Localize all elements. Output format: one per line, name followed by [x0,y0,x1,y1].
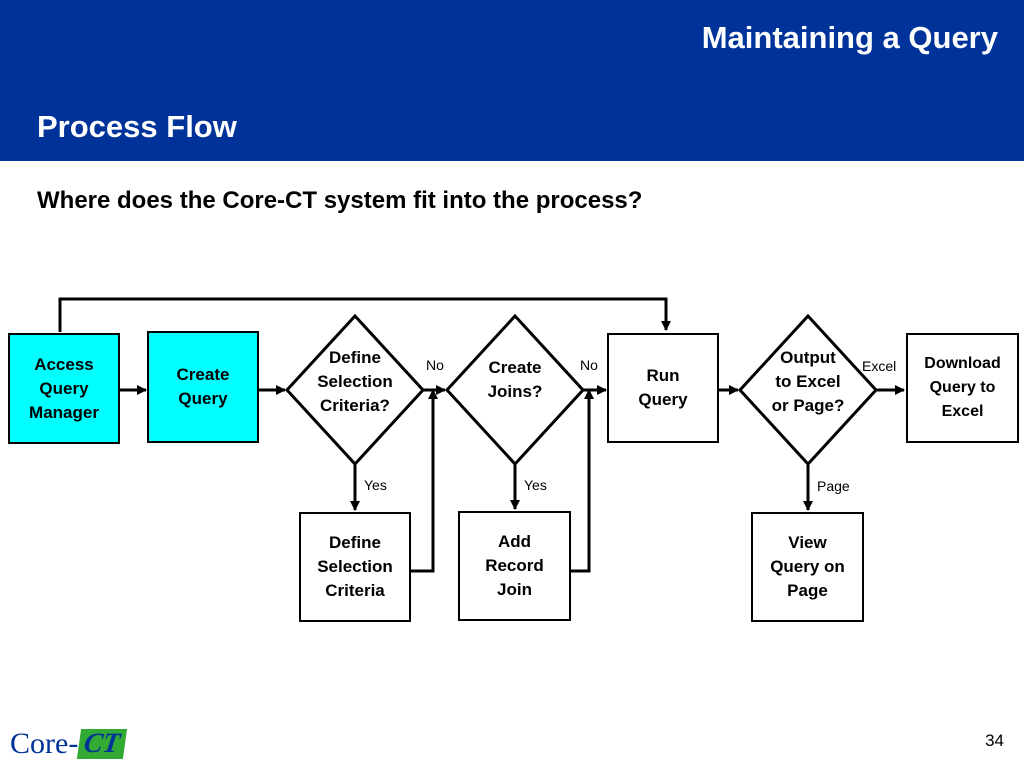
logo-mark: CT [77,728,128,759]
run-query-box: Run Query [607,333,719,443]
core-ct-logo: Core- CT [10,726,128,762]
create-joins-decision-text: Create Joins? [487,358,543,401]
define-selection-criteria-box: Define Selection Criteria [299,512,411,622]
branch-label-yes-joins: Yes [524,477,547,493]
branch-label-page: Page [817,478,850,494]
access-query-manager-box: Access Query Manager [8,333,120,444]
define-criteria-decision-text: Define Selection Criteria? [317,348,393,415]
download-query-box: Download Query to Excel [906,333,1019,443]
section-title: Process Flow [37,109,237,144]
page-number: 34 [985,731,1004,750]
create-query-box: Create Query [147,331,259,443]
header-bar: Maintaining a Query Process Flow [0,0,1024,161]
branch-label-yes-define: Yes [364,477,387,493]
add-record-join-box: Add Record Join [458,511,571,621]
branch-label-no-define: No [426,357,444,373]
connector-define-return [410,389,438,573]
connector-loop-top [58,297,671,332]
view-query-page-box: View Query on Page [751,512,864,622]
slide-title: Maintaining a Query [701,20,998,55]
question-heading: Where does the Core-CT system fit into t… [37,187,643,214]
connector-joins-return [570,389,594,573]
branch-label-no-joins: No [580,357,598,373]
logo-word: Core- [10,727,79,760]
output-decision-text: Output to Excel or Page? [771,348,845,415]
branch-label-excel: Excel [862,358,897,374]
